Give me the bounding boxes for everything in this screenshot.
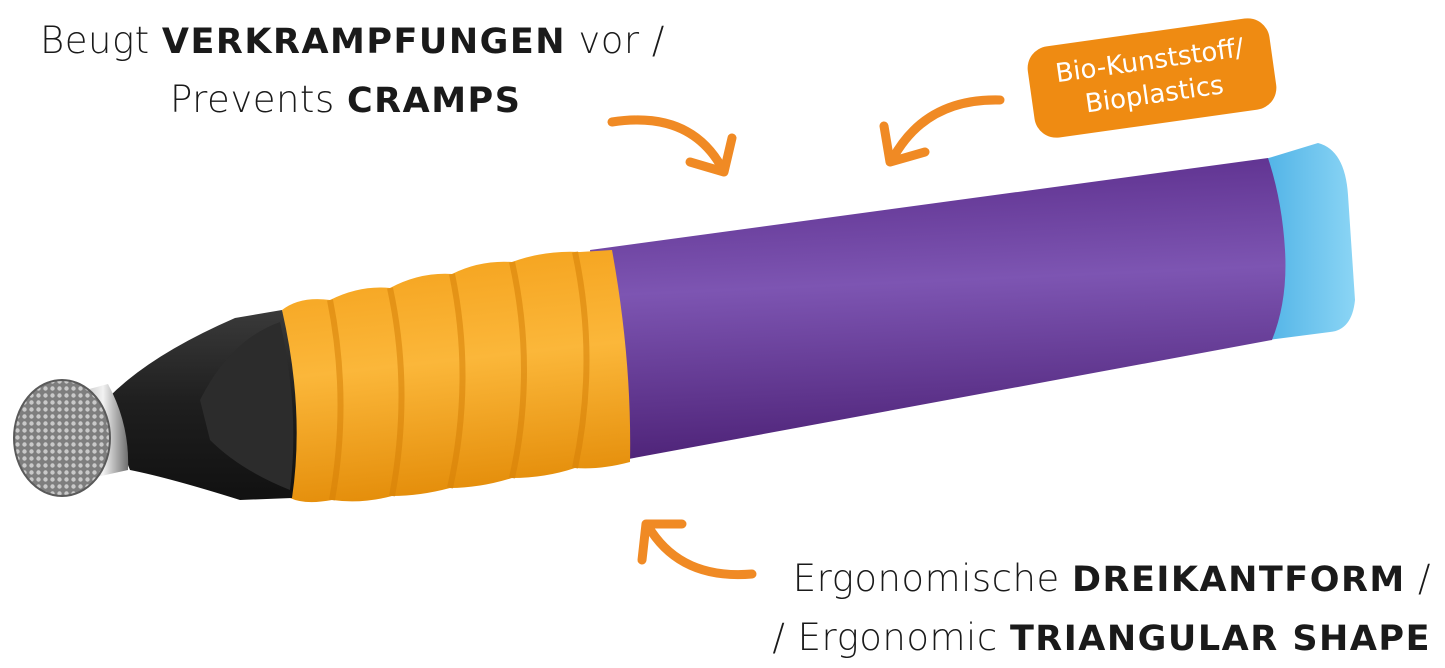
end-cap	[1262, 143, 1355, 340]
mesh-tip	[13, 379, 111, 497]
top-caption-line1: Beugt VERKRAMPFUNGEN vor /	[40, 19, 665, 62]
ergonomic-grip	[282, 250, 631, 503]
bottom-caption-line2: / Ergonomic TRIANGULAR SHAPE	[772, 616, 1431, 659]
curved-arrow-icon	[637, 519, 757, 580]
bottom-caption-line1: Ergonomische DREIKANTFORM /	[792, 557, 1431, 600]
purple-barrel	[590, 158, 1286, 462]
top-caption-line2: Prevents CRAMPS	[170, 78, 522, 121]
curved-arrow-icon	[879, 95, 1005, 167]
tip-cone	[108, 310, 297, 500]
curved-arrow-icon	[607, 115, 737, 177]
top-caption: Beugt VERKRAMPFUNGEN vor / Prevents CRAM…	[40, 12, 665, 130]
bottom-caption: Ergonomische DREIKANTFORM / / Ergonomic …	[772, 550, 1431, 668]
